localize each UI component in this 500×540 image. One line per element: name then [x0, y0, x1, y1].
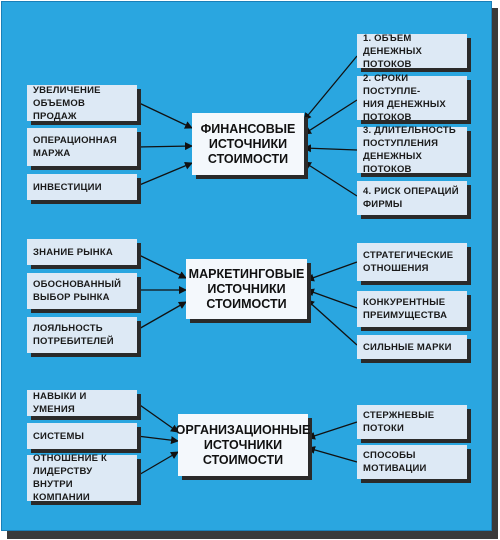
right-box-cash-flow-volume: 1. ОБЪЕМ ДЕНЕЖНЫХ ПОТОКОВ — [357, 33, 467, 70]
arrow — [136, 101, 193, 129]
right-box-competitive-advantages: КОНКУРЕНТНЫЕ ПРЕИМУЩЕСТВА — [357, 291, 467, 327]
right-box-strong-brands: СИЛЬНЫЕ МАРКИ — [357, 335, 467, 359]
arrow — [307, 421, 358, 440]
left-box-investments: ИНВЕСТИЦИИ — [27, 174, 137, 200]
left-box-market-selection: ОБОСНОВАННЫЙ ВЫБОР РЫНКА — [27, 273, 137, 309]
arrow — [303, 55, 358, 121]
center-box-financial-sources: ФИНАНСОВЫЕ ИСТОЧНИКИ СТОИМОСТИ — [192, 113, 304, 175]
center-box-marketing-sources: МАРКЕТИНГОВЫЕ ИСТОЧНИКИ СТОИМОСТИ — [186, 259, 307, 319]
arrow — [136, 301, 187, 331]
arrow — [306, 261, 358, 282]
left-box-leadership-attitude: ОТНОШЕНИЕ К ЛИДЕРСТВУ ВНУТРИ КОМПАНИИ — [27, 453, 137, 503]
left-box-market-knowledge: ЗНАНИЕ РЫНКА — [27, 239, 137, 265]
arrow — [306, 299, 358, 346]
arrow — [306, 288, 358, 309]
right-box-operation-risk: 4. РИСК ОПЕРАЦИЙ ФИРМЫ — [357, 181, 467, 215]
right-box-strategic-relations: СТРАТЕГИЧЕСКИЕ ОТНОШЕНИЯ — [357, 243, 467, 281]
right-box-motivation-methods: СПОСОБЫ МОТИВАЦИИ — [357, 445, 467, 479]
left-box-systems: СИСТЕМЫ — [27, 423, 137, 449]
left-box-customer-loyalty: ЛОЯЛЬНОСТЬ ПОТРЕБИТЕЛЕЙ — [27, 317, 137, 353]
arrow — [136, 162, 193, 187]
right-box-cash-flow-duration: 3. ДЛИТЕЛЬНОСТЬ ПОСТУПЛЕНИЯ ДЕНЕЖНЫХ ПОТ… — [357, 125, 467, 175]
right-box-cash-flow-timing: 2. СРОКИ ПОСТУПЛЕ- НИЯ ДЕНЕЖНЫХ ПОТОКОВ — [357, 73, 467, 123]
arrow — [303, 161, 358, 197]
arrow — [136, 451, 179, 477]
arrow — [136, 435, 179, 445]
right-box-core-flows: СТЕРЖНЕВЫЕ ПОТОКИ — [357, 405, 467, 439]
arrow — [303, 144, 358, 153]
arrow — [136, 402, 179, 433]
arrow — [136, 253, 187, 279]
arrow — [307, 446, 358, 463]
left-box-skills: НАВЫКИ И УМЕНИЯ — [27, 390, 137, 416]
left-box-sales-growth: УВЕЛИЧЕНИЕ ОБЪЕМОВ ПРОДАЖ — [27, 85, 137, 122]
arrow — [136, 142, 193, 151]
center-box-organizational-sources: ОРГАНИЗАЦИОННЫЕ ИСТОЧНИКИ СТОИМОСТИ — [176, 414, 310, 476]
arrow — [303, 99, 358, 135]
left-box-operating-margin: ОПЕРАЦИОННАЯ МАРЖА — [27, 128, 137, 166]
